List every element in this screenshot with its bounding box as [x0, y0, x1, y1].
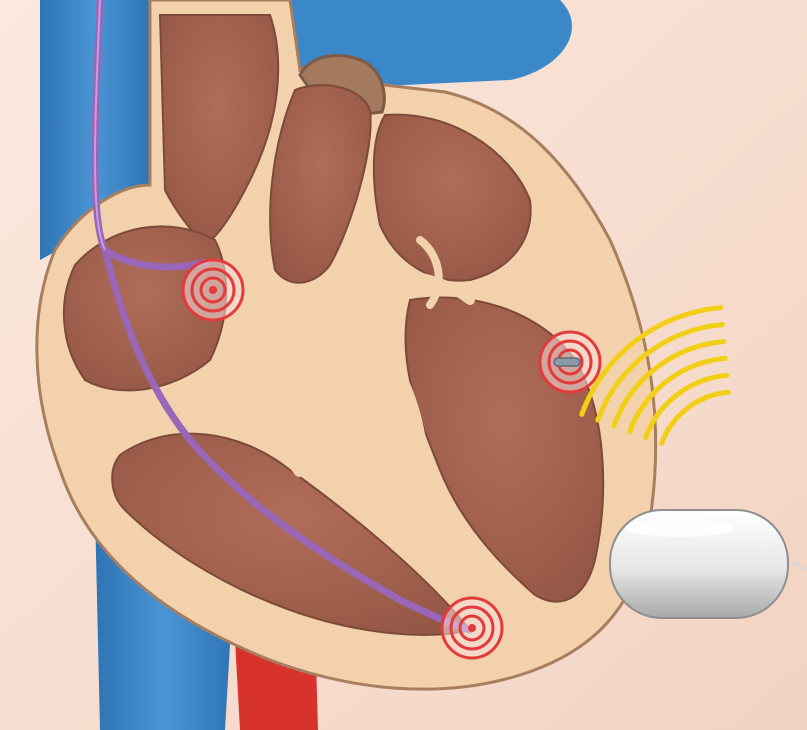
pacing-site-right-atrium: [183, 260, 243, 320]
leadless-electrode: [554, 358, 580, 366]
pacing-site-left-ventricle: [540, 332, 600, 392]
pacing-site-right-ventricle: [442, 598, 502, 658]
